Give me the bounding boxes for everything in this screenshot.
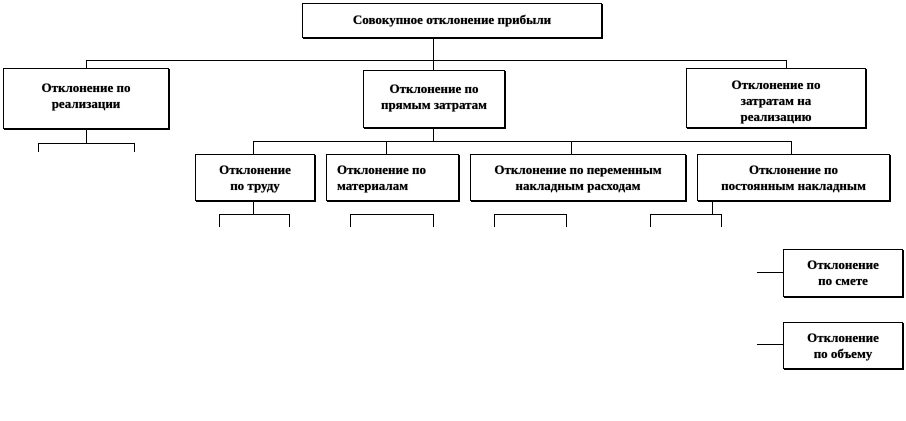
node-sales-variance: Отклонение по реализации — [3, 68, 169, 129]
node-materials-variance: Отклонение по материалам — [326, 154, 459, 201]
node-label: Отклонение по постоянным накладным — [721, 162, 866, 193]
node-fixed-overhead-variance: Отклонение по постоянным накладным — [697, 154, 890, 201]
node-label: Отклонение по прямым затратам — [380, 81, 488, 112]
node-variable-overhead-variance: Отклонение по переменным накладным расхо… — [470, 154, 686, 201]
node-label: Отклонение по материалам — [337, 162, 427, 193]
node-volume-variance: Отклонение по объему — [783, 322, 903, 369]
node-label: Отклонение по смете — [807, 257, 879, 288]
node-label: Отклонение по труду — [219, 162, 291, 193]
node-label: Отклонение по переменным накладным расхо… — [494, 162, 662, 193]
node-label: Отклонение по реализации — [41, 80, 131, 111]
node-label: Отклонение по затратам на реализацию — [731, 77, 821, 124]
node-total-profit-variance: Совокупное отклонение прибыли — [302, 3, 602, 38]
node-budget-variance: Отклонение по смете — [783, 249, 903, 297]
node-label: Совокупное отклонение прибыли — [352, 12, 552, 27]
node-direct-cost-variance: Отклонение по прямым затратам — [363, 70, 505, 128]
node-labor-variance: Отклонение по труду — [195, 154, 315, 201]
node-label: Отклонение по объему — [807, 330, 879, 361]
node-selling-cost-variance: Отклонение по затратам на реализацию — [686, 68, 866, 128]
